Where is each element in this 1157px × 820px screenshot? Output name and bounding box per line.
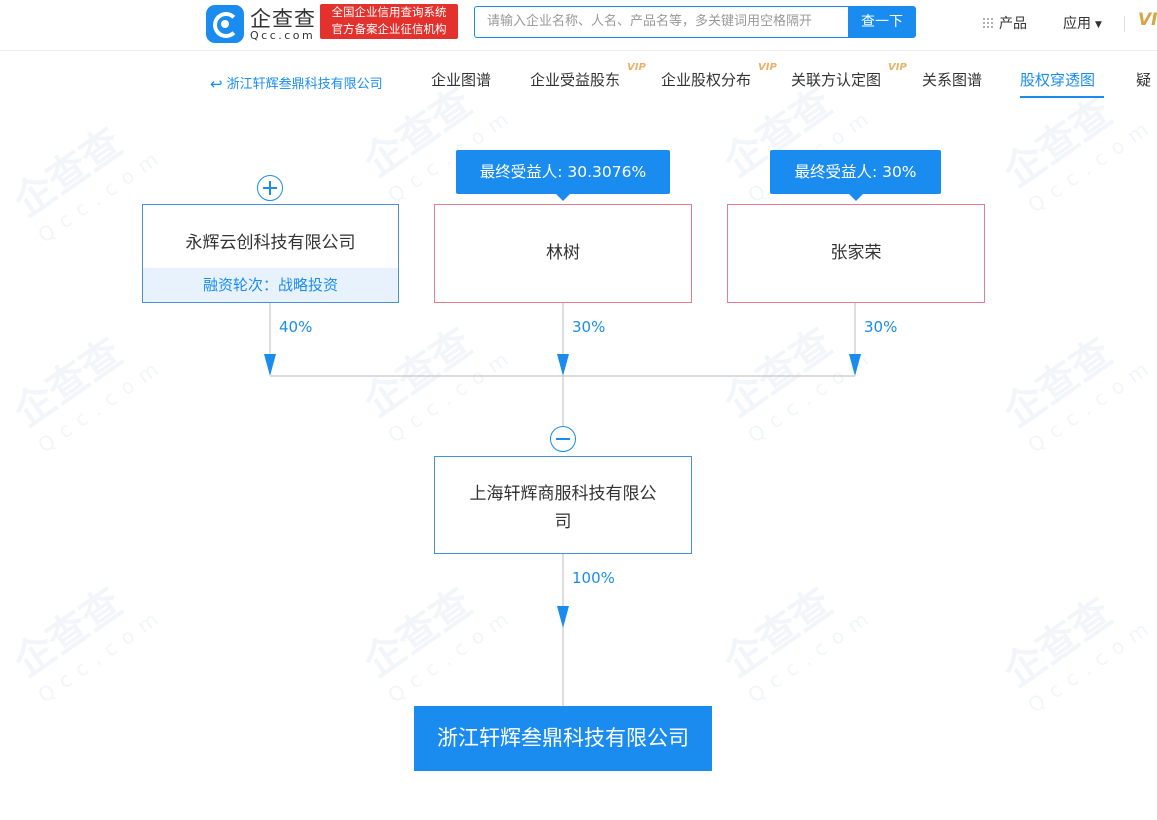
nav-apps[interactable]: 应用 ▼ <box>1063 13 1102 33</box>
vip-badge: VIP <box>758 62 777 73</box>
registry-badge-line: 全国企业信用查询系统 <box>331 5 447 19</box>
arrow-icon <box>849 354 861 376</box>
tab-related-party[interactable]: 关联方认定图 <box>791 71 882 89</box>
nav-product[interactable]: 产品 <box>982 13 1027 33</box>
expand-plus-icon[interactable] <box>257 175 283 201</box>
arrow-icon <box>264 354 276 376</box>
shareholder-name: 永辉云创科技有限公司 <box>185 233 356 253</box>
shareholder-node-person[interactable]: 林树 <box>434 204 692 303</box>
qcc-logo-icon[interactable] <box>206 5 244 43</box>
nav-divider <box>1124 16 1125 32</box>
back-link[interactable]: ↩浙江轩辉叁鼎科技有限公司 <box>210 73 383 93</box>
caret-down-icon: ▼ <box>1095 20 1102 30</box>
vip-badge: VIP <box>627 62 646 73</box>
back-company-name: 浙江轩辉叁鼎科技有限公司 <box>226 77 383 92</box>
tab-equity-distribution[interactable]: 企业股权分布 <box>661 71 752 89</box>
collapse-minus-icon[interactable] <box>550 426 576 452</box>
intermediate-company-name: 上海轩辉商服科技有限公 司 <box>469 484 657 532</box>
financing-round: 融资轮次：战略投资 <box>143 268 398 302</box>
active-tab-indicator <box>1020 96 1104 98</box>
nav-vip[interactable]: VI <box>1138 10 1157 30</box>
search-button[interactable]: 查一下 <box>848 6 916 38</box>
ultimate-beneficiary-tag: 最终受益人: 30.3076% <box>456 150 670 201</box>
search-input[interactable]: 请输入企业名称、人名、产品名等，多关键词用空格隔开 <box>474 6 848 38</box>
tab-equity-penetration[interactable]: 股权穿透图 <box>1020 71 1096 89</box>
arrow-icon <box>557 354 569 376</box>
share-percent: 40% <box>279 318 313 336</box>
share-percent: 30% <box>864 318 898 336</box>
vip-badge: VIP <box>888 62 907 73</box>
shareholder-name: 张家荣 <box>830 243 882 263</box>
top-bar: 企查查 Qcc.com 全国企业信用查询系统 官方备案企业征信机构 请输入企业名… <box>0 0 1157 51</box>
tab-relationship-graph[interactable]: 关系图谱 <box>922 71 983 89</box>
back-arrow-icon: ↩ <box>210 75 223 93</box>
ultimate-beneficiary-tag: 最终受益人: 30% <box>770 150 941 201</box>
intermediate-company-node[interactable]: 上海轩辉商服科技有限公 司 <box>434 456 692 554</box>
shareholder-node-company[interactable]: 永辉云创科技有限公司 融资轮次：战略投资 <box>142 204 399 303</box>
arrow-icon <box>557 606 569 628</box>
shareholder-node-person[interactable]: 张家荣 <box>727 204 985 303</box>
share-percent: 100% <box>572 569 615 587</box>
registry-badge: 全国企业信用查询系统 官方备案企业征信机构 <box>320 4 458 39</box>
target-company-node[interactable]: 浙江轩辉叁鼎科技有限公司 <box>414 706 712 771</box>
sub-nav: ↩浙江轩辉叁鼎科技有限公司 企业图谱 企业受益股东 VIP 企业股权分布 VIP… <box>0 51 1157 101</box>
registry-badge-line: 官方备案企业征信机构 <box>331 22 447 36</box>
nav-product-label: 产品 <box>999 16 1027 32</box>
logo-name[interactable]: 企查查 <box>250 7 316 31</box>
logo-domain: Qcc.com <box>250 29 316 42</box>
share-percent: 30% <box>572 318 606 336</box>
tab-more[interactable]: 疑 <box>1136 71 1152 89</box>
nav-apps-label: 应用 <box>1063 16 1091 32</box>
shareholder-name: 林树 <box>546 243 580 263</box>
tab-beneficial-shareholders[interactable]: 企业受益股东 <box>530 71 621 89</box>
grid-icon <box>982 17 994 29</box>
tab-enterprise-graph[interactable]: 企业图谱 <box>431 71 492 89</box>
